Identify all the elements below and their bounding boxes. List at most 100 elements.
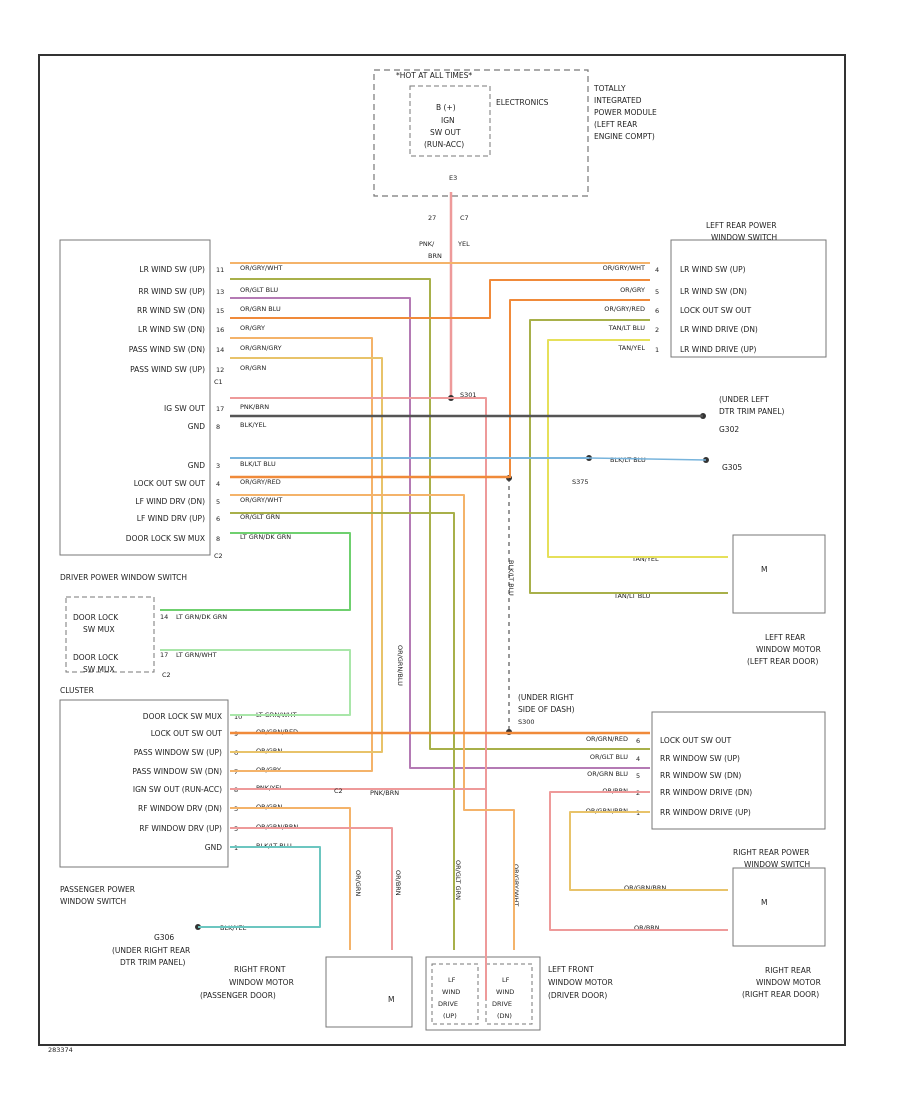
lr-switch-pin: 5 — [655, 288, 659, 296]
driver-switch-row-label: IG SW OUT — [164, 404, 205, 413]
driver-switch-wire-label: OR/GRY — [240, 324, 265, 332]
lf-wire-label2: OR/GRY/WHT — [512, 864, 520, 906]
splice-s375-id: S375 — [572, 478, 589, 486]
rr-switch-pin: 5 — [636, 772, 640, 780]
lr-switch-pin: 2 — [655, 326, 659, 334]
wire-pass-sw-dn — [230, 337, 373, 772]
lf-motor-title2: WINDOW MOTOR — [548, 978, 613, 987]
wire-lf-up — [230, 512, 455, 950]
rr-switch-row-label: RR WINDOW SW (DN) — [660, 771, 741, 780]
wire-rf-up — [230, 827, 393, 950]
wire-ign-sw — [230, 397, 487, 1000]
driver-switch-title: DRIVER POWER WINDOW SWITCH — [60, 573, 187, 582]
rr-switch-pin: 4 — [636, 755, 640, 763]
driver-switch-pin: 6 — [216, 515, 220, 523]
rr-motor-box — [732, 867, 826, 947]
driver-switch-pin: 13 — [216, 288, 224, 296]
pass-switch-box — [59, 699, 229, 868]
driver-switch-pin: 5 — [216, 498, 220, 506]
lr-switch-row-label: LR WIND SW (UP) — [680, 265, 746, 274]
ground-g306-label1: (UNDER RIGHT REAR — [112, 946, 190, 955]
lr-switch-pin: 4 — [655, 266, 659, 274]
lf-up-l3: DRIVE — [438, 1000, 458, 1008]
lr-switch-row-label: LR WIND DRIVE (UP) — [680, 345, 757, 354]
lf-dn-l2: WIND — [496, 988, 514, 996]
tipm-desc4: (LEFT REAR — [594, 120, 637, 129]
driver-switch-pin: 16 — [216, 326, 224, 334]
pass-switch-row-label: DOOR LOCK SW MUX — [143, 712, 222, 721]
rf-motor-box — [325, 956, 413, 1028]
driver-switch-wire-label: OR/GLT GRN — [240, 513, 280, 521]
rr-motor-title3: (RIGHT REAR DOOR) — [742, 990, 819, 999]
tipm-fuse-box — [409, 85, 491, 157]
rr-motor-title1: RIGHT REAR — [765, 966, 811, 975]
driver-switch-pin: 11 — [216, 266, 224, 274]
top-wire-label2: YEL — [457, 240, 470, 248]
pass-switch-title2: WINDOW SWITCH — [60, 897, 126, 906]
rr-switch-title2: WINDOW SWITCH — [744, 860, 810, 869]
lf-motor-up-box — [431, 963, 479, 1025]
driver-switch-row-label: LOCK OUT SW OUT — [134, 479, 206, 488]
lr-motor-m: M — [761, 565, 767, 574]
lr-switch-title2: WINDOW SWITCH — [711, 233, 777, 242]
ground-g306-id: G306 — [154, 933, 174, 942]
tipm-fuse-line3: SW OUT — [430, 128, 461, 137]
lf-up-l4: (UP) — [443, 1012, 457, 1020]
driver-switch-wire-label: OR/GRN BLU — [240, 305, 281, 313]
lr-motor-wire2: TAN/LT BLU — [613, 592, 650, 600]
pass-switch-title1: PASSENGER POWER — [60, 885, 135, 894]
driver-switch-wire-label: BLK/LT BLU — [240, 460, 276, 468]
driver-switch-wire-label: OR/GRY/RED — [240, 478, 281, 486]
lr-switch-pin: 1 — [655, 346, 659, 354]
cluster-label4: SW MUX — [83, 665, 115, 674]
cluster-label1: DOOR LOCK — [73, 613, 119, 622]
lf-motor-title1: LEFT FRONT — [548, 965, 594, 974]
cluster-label2: SW MUX — [83, 625, 115, 634]
lr-motor-box — [732, 534, 826, 614]
lr-switch-row-label: LOCK OUT SW OUT — [680, 306, 752, 315]
dash-label1: (UNDER RIGHT — [518, 693, 574, 702]
lf-wire-label1: OR/GLT GRN — [454, 860, 462, 900]
driver-switch-row-label: LR WIND SW (DN) — [138, 325, 205, 334]
vertical-wire-label-1: OR/GRN/BLU — [396, 645, 404, 686]
driver-switch-pin: 17 — [216, 405, 224, 413]
wire-pass-sw-up — [230, 357, 383, 753]
driver-switch-row-label: DOOR LOCK SW MUX — [126, 534, 205, 543]
lr-switch-box — [670, 239, 827, 358]
cluster-label3: DOOR LOCK — [73, 653, 119, 662]
lr-switch-title1: LEFT REAR POWER — [706, 221, 777, 230]
driver-switch-row-label: RR WIND SW (UP) — [138, 287, 205, 296]
top-wire-cavity: 27 — [428, 214, 436, 222]
driver-switch-row-label: LR WIND SW (UP) — [139, 265, 205, 274]
wire-lr-sw-dn — [230, 279, 650, 319]
wire-lr-drive-dn — [529, 319, 728, 594]
top-wire-label3: BRN — [428, 252, 442, 260]
lr-motor-title1: LEFT REAR — [765, 633, 805, 642]
driver-switch-wire-label: OR/GRN/GRY — [240, 344, 282, 352]
diagram-border — [38, 54, 846, 1046]
driver-switch-c2: C2 — [214, 552, 223, 560]
driver-switch-pin: 14 — [216, 346, 224, 354]
tipm-fuse-line4: (RUN-ACC) — [424, 140, 464, 149]
driver-switch-box — [59, 239, 211, 556]
rr-motor-m: M — [761, 898, 767, 907]
driver-switch-c1: C1 — [214, 378, 223, 386]
footer-code: 283374 — [48, 1046, 73, 1054]
pass-switch-c2: C2 — [334, 787, 343, 795]
tipm-electronics: ELECTRONICS — [496, 98, 549, 107]
rr-switch-wire-label: OR/GLT BLU — [590, 753, 628, 761]
wire-lockout-lr — [509, 299, 650, 478]
wire-cluster-mux — [160, 649, 351, 716]
rf-motor-m: M — [388, 995, 394, 1004]
rr-switch-row-label: RR WINDOW SW (UP) — [660, 754, 740, 763]
cluster-wire2: LT GRN/WHT — [176, 651, 217, 659]
tipm-connector: E3 — [449, 174, 457, 182]
driver-switch-row-label: LF WIND DRV (UP) — [137, 514, 205, 523]
pass-switch-row-label: RF WINDOW DRV (UP) — [139, 824, 222, 833]
tipm-hot-label: *HOT AT ALL TIMES* — [396, 71, 472, 80]
rr-switch-row-label: LOCK OUT SW OUT — [660, 736, 732, 745]
driver-switch-row-label: PASS WIND SW (DN) — [129, 345, 205, 354]
cluster-pin2: 17 — [160, 651, 168, 659]
lf-up-l2: WIND — [442, 988, 460, 996]
rr-switch-title1: RIGHT REAR POWER — [733, 848, 809, 857]
